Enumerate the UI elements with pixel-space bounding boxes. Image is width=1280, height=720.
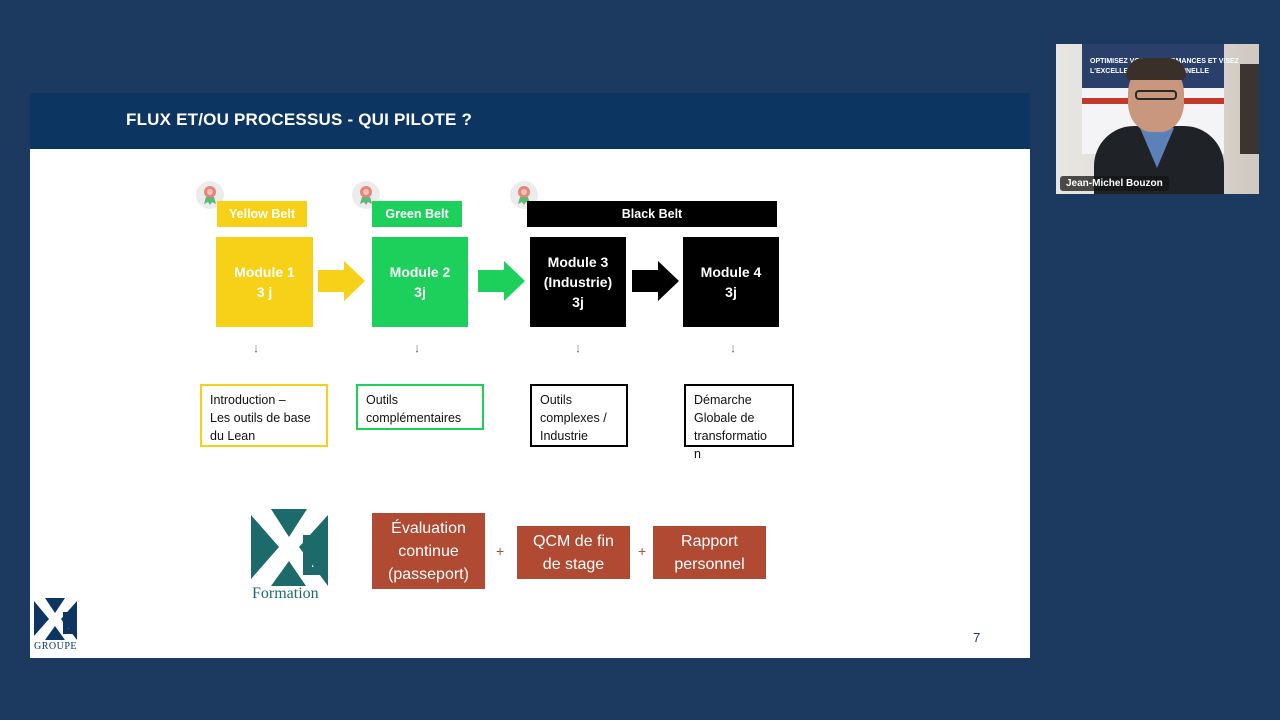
plus-sign: + — [638, 543, 647, 559]
description-line: Démarche — [694, 393, 752, 407]
evaluation-line: (passeport) — [388, 565, 469, 583]
description-line: Introduction – — [210, 393, 286, 407]
evaluation-line: Évaluation — [391, 519, 466, 537]
green-belt-label: Green Belt — [372, 201, 462, 227]
module-3-box: Module 3 (Industrie) 3j — [530, 237, 626, 327]
module-subtitle: (Industrie) — [543, 274, 613, 290]
module-1-description: Introduction – Les outils de base du Lea… — [200, 384, 328, 447]
evaluation-line: QCM de fin — [533, 532, 614, 550]
module-title: Module 1 — [234, 264, 295, 280]
yellow-arrow-icon — [318, 261, 365, 301]
slide-title: FLUX ET/OU PROCESSUS - QUI PILOTE ? — [126, 110, 473, 129]
award-badge-icon — [196, 181, 224, 209]
down-arrow-icon — [416, 345, 418, 353]
black-arrow-icon — [632, 261, 679, 301]
yellow-belt-label: Yellow Belt — [217, 201, 307, 227]
participant-name-label: Jean-Michel Bouzon — [1060, 176, 1169, 191]
black-belt-label: Black Belt — [527, 201, 777, 227]
evaluation-continue-box: Évaluation continue (passeport) — [372, 513, 485, 589]
participant-video-tile[interactable]: OPTIMISEZ VOS PERFORMANCES ET VISEZ L'EX… — [1056, 44, 1259, 194]
module-2-box: Module 2 3j — [372, 237, 468, 327]
video-shelf — [1240, 64, 1259, 154]
module-1-box: Module 1 3 j — [216, 237, 313, 327]
module-title: Module 4 — [700, 264, 762, 280]
module-duration: 3 j — [256, 284, 273, 300]
evaluation-line: continue — [398, 542, 459, 560]
module-4-box: Module 4 3j — [683, 237, 779, 327]
description-line: Industrie — [540, 429, 588, 443]
description-line: du Lean — [210, 429, 256, 443]
xl-formation-logo — [251, 509, 328, 586]
module-title: Module 3 — [547, 254, 609, 270]
description-line: transformatio — [694, 429, 767, 443]
description-line: Outils — [540, 393, 572, 407]
down-arrow-icon — [577, 345, 579, 353]
slide-header: FLUX ET/OU PROCESSUS - QUI PILOTE ? — [30, 93, 1030, 149]
module-duration: 3j — [414, 284, 426, 300]
down-arrow-icon — [255, 345, 257, 353]
xl-groupe-logo — [34, 598, 77, 640]
description-line: Globale de — [694, 411, 755, 425]
plus-sign: + — [496, 543, 505, 559]
description-line: Outils — [366, 393, 398, 407]
rapport-personnel-box: Rapport personnel — [653, 526, 766, 579]
description-line: complexes / — [540, 411, 607, 425]
module-title: Module 2 — [389, 264, 451, 280]
evaluation-line: de stage — [542, 555, 605, 573]
glasses-icon — [1135, 90, 1177, 100]
description-line: Les outils de base — [210, 411, 311, 425]
module-duration: 3j — [572, 294, 584, 310]
module-4-description: Démarche Globale de transformatio n — [684, 384, 794, 461]
evaluation-line: Rapport — [681, 532, 738, 550]
module-duration: 3j — [725, 284, 737, 300]
description-line: n — [694, 447, 701, 461]
presentation-slide: FLUX ET/OU PROCESSUS - QUI PILOTE ? Yell… — [30, 93, 1030, 658]
module-2-description: Outils complémentaires — [356, 384, 484, 430]
xl-formation-caption: Formation — [252, 585, 319, 602]
description-line: complémentaires — [366, 411, 462, 425]
green-arrow-icon — [478, 261, 525, 301]
module-3-description: Outils complexes / Industrie — [530, 384, 628, 447]
evaluation-line: personnel — [674, 555, 745, 573]
down-arrow-icon — [732, 345, 734, 353]
page-number: 7 — [973, 630, 981, 645]
person-hair — [1126, 58, 1186, 80]
qcm-fin-stage-box: QCM de fin de stage — [517, 526, 630, 579]
xl-groupe-caption: GROUPE — [34, 641, 78, 652]
